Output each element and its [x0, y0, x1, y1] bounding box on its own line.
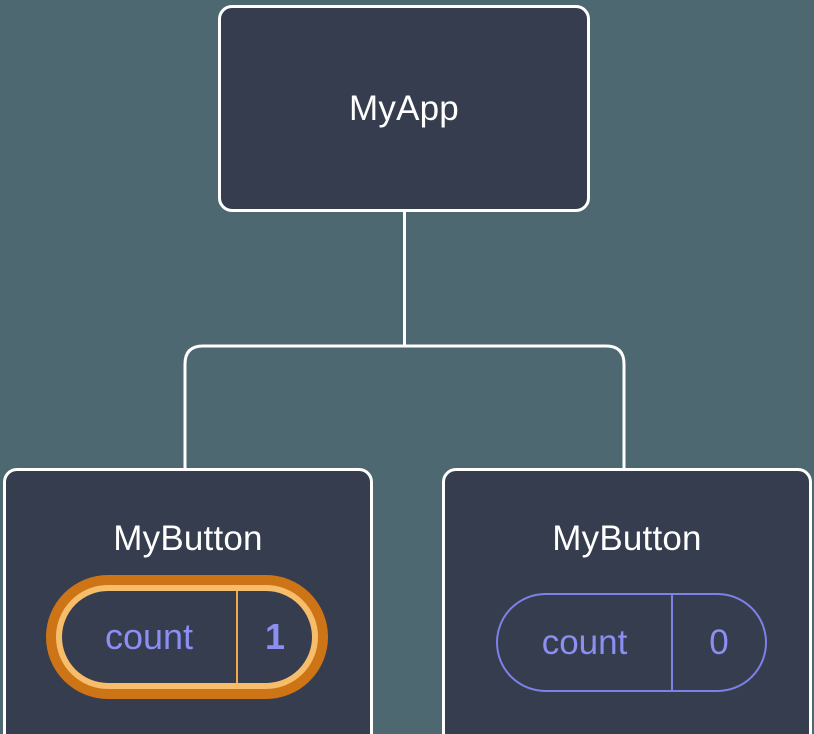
state-key-label: count	[62, 591, 238, 683]
state-pill-highlighted[interactable]: count 1	[46, 575, 328, 699]
connector-branch-left	[183, 344, 405, 470]
connector-branch-right	[404, 344, 626, 470]
state-value-label: 1	[264, 616, 286, 657]
node-mybutton-left-title: MyButton	[113, 519, 263, 558]
state-pill-inner-ring: count 1	[56, 585, 318, 689]
node-mybutton-right[interactable]: MyButton count 0	[442, 468, 812, 734]
state-key-label: count	[498, 595, 673, 690]
state-pill-outer-ring: count 1	[46, 575, 328, 699]
node-myapp[interactable]: MyApp	[218, 5, 590, 212]
node-mybutton-left[interactable]: MyButton count 1	[3, 468, 373, 734]
node-myapp-title: MyApp	[349, 88, 459, 128]
state-value-label: 0	[709, 622, 729, 662]
state-pill-plain[interactable]: count 0	[496, 593, 767, 692]
node-mybutton-right-title: MyButton	[552, 519, 702, 558]
